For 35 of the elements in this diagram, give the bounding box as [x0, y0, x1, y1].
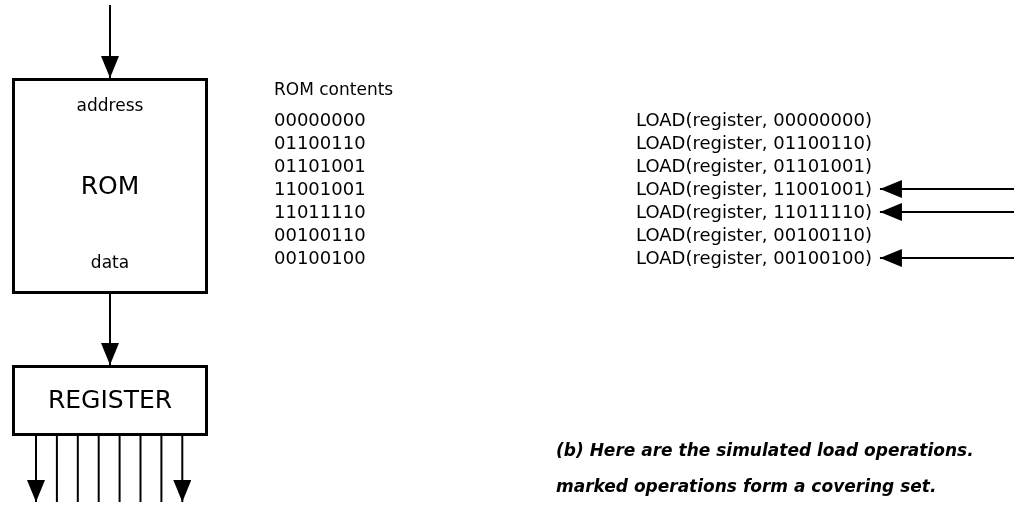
binary-value: 11011110 [274, 200, 366, 224]
binary-value: 00100110 [274, 223, 366, 247]
arrow [878, 249, 1015, 267]
binary-value: 01100110 [274, 131, 366, 155]
table-heading: ROM contents [274, 79, 394, 99]
binary-value: 01101001 [274, 154, 366, 178]
output-line [76, 435, 79, 503]
binary-value: 00100100 [274, 246, 366, 270]
binary-value: 11001001 [274, 177, 366, 201]
load-operation: LOAD(register, 11011110) [636, 200, 872, 224]
arrow [101, 4, 119, 79]
arrow [878, 180, 1015, 198]
register-block [12, 365, 208, 436]
arrow [27, 435, 45, 503]
caption: (b) Here are the simulated load operations. marked operations form a covering set. [556, 439, 975, 498]
port-label: data [89, 252, 131, 272]
output-line [160, 435, 163, 503]
load-operation: LOAD(register, 00100110) [636, 223, 872, 247]
binary-value: 00000000 [274, 108, 366, 132]
block-title: ROM [79, 171, 141, 200]
arrow [101, 293, 119, 366]
output-line [118, 435, 121, 503]
rom-block [12, 78, 208, 294]
block-title: REGISTER [46, 385, 174, 414]
output-line [139, 435, 142, 503]
port-label: address [75, 95, 145, 115]
output-line [97, 435, 100, 503]
load-operation: LOAD(register, 01101001) [636, 154, 872, 178]
output-line [55, 435, 58, 503]
load-operation: LOAD(register, 00100100) [636, 246, 872, 270]
load-operation: LOAD(register, 11001001) [636, 177, 872, 201]
load-operation: LOAD(register, 00000000) [636, 108, 872, 132]
load-operation: LOAD(register, 01100110) [636, 131, 872, 155]
arrow [878, 203, 1015, 221]
arrow [173, 435, 192, 503]
